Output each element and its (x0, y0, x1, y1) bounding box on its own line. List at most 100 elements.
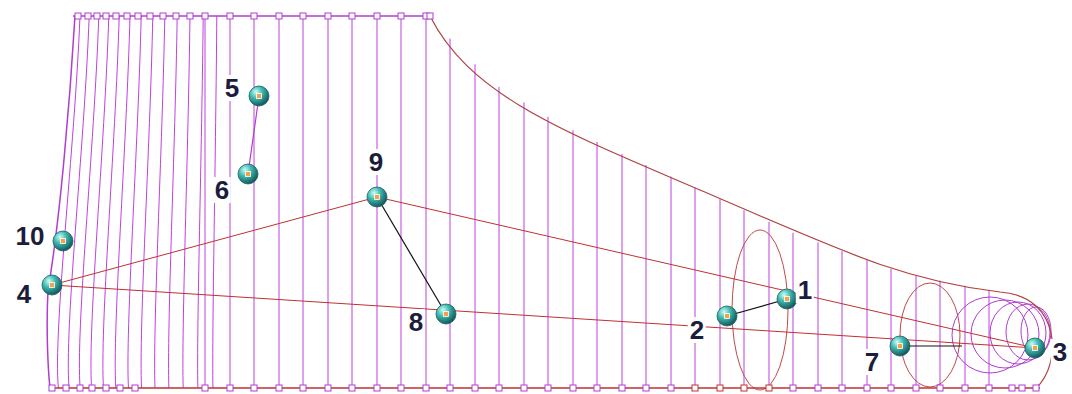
section-line (524, 102, 525, 388)
section-line (303, 16, 304, 388)
control-square (85, 13, 91, 19)
control-square (717, 385, 723, 391)
section-lines (205, 16, 989, 388)
landmark-sphere (717, 306, 737, 326)
landmark-sphere (53, 231, 73, 251)
section-line (548, 117, 549, 388)
control-square (472, 385, 478, 391)
sphere-center (444, 312, 449, 317)
heel-curve (141, 16, 153, 388)
section-line (965, 286, 966, 388)
section-line (475, 64, 476, 388)
control-square (815, 385, 821, 391)
heel-outline (47, 16, 75, 388)
control-square (349, 13, 355, 19)
control-square (398, 13, 404, 19)
callout-number: 7 (863, 349, 881, 375)
callout-number: 9 (367, 149, 385, 175)
sphere-center (50, 283, 55, 288)
control-square (160, 13, 166, 19)
control-square (349, 385, 355, 391)
control-square (692, 385, 698, 391)
control-square (77, 385, 83, 391)
control-square (124, 13, 130, 19)
control-square (132, 385, 138, 391)
control-square (545, 385, 551, 391)
control-square (374, 385, 380, 391)
landmark-sphere (249, 86, 269, 106)
heel-curve (79, 16, 98, 388)
callout-number: 10 (14, 223, 47, 249)
landmark-sphere (777, 289, 797, 309)
sphere-body (42, 275, 62, 295)
callout-number: 5 (223, 75, 241, 101)
sphere-center (375, 195, 380, 200)
control-square (173, 13, 179, 19)
control-square (135, 13, 141, 19)
control-square (1019, 385, 1025, 391)
control-square (75, 13, 81, 19)
landmark-points (42, 86, 1045, 358)
section-line (622, 154, 623, 388)
sphere-body (890, 336, 910, 356)
control-square (741, 385, 747, 391)
section-line (426, 16, 427, 388)
section-line (769, 222, 770, 388)
section-line (842, 251, 843, 388)
sphere-body (249, 86, 269, 106)
control-square (496, 385, 502, 391)
control-square (913, 385, 919, 391)
control-square (398, 385, 404, 391)
landmark-sphere (890, 336, 910, 356)
sphere-body (53, 231, 73, 251)
heel-curve (115, 16, 130, 388)
measure-lines (52, 96, 1035, 348)
control-square (643, 385, 649, 391)
instep-outline (430, 16, 1052, 388)
landmark-sphere (42, 275, 62, 295)
section-line (205, 16, 206, 388)
control-square (89, 385, 95, 391)
control-points (49, 13, 1039, 391)
callout-number: 2 (688, 317, 706, 343)
control-square (1009, 385, 1015, 391)
control-square (447, 385, 453, 391)
control-square (937, 385, 943, 391)
callout-number: 4 (15, 281, 33, 307)
landmark-sphere (367, 187, 387, 207)
control-square (63, 385, 69, 391)
callout-number: 8 (407, 309, 425, 335)
section-line (254, 16, 255, 388)
sphere-center (61, 239, 66, 244)
callout-number: 6 (213, 177, 231, 203)
control-square (427, 13, 433, 19)
control-square (790, 385, 796, 391)
control-square (276, 385, 282, 391)
measure-line (248, 96, 259, 174)
measure-line (52, 197, 377, 285)
sphere-body (717, 306, 737, 326)
control-square (227, 13, 233, 19)
control-square (49, 385, 55, 391)
control-square (374, 13, 380, 19)
sphere-center (1033, 346, 1038, 351)
control-square (325, 385, 331, 391)
heel-curve (155, 16, 165, 388)
section-line (597, 142, 598, 388)
section-line (940, 281, 941, 389)
toe-sections (732, 230, 1051, 390)
section-line (646, 165, 647, 388)
section-line (352, 16, 353, 388)
control-square (300, 13, 306, 19)
control-square (986, 385, 992, 391)
heel-curve (198, 16, 204, 388)
control-square (276, 13, 282, 19)
heel-curve (103, 16, 119, 388)
control-square (147, 13, 153, 19)
control-square (521, 385, 527, 391)
control-square (864, 385, 870, 391)
section-line (891, 269, 892, 388)
section-line (671, 177, 672, 388)
sphere-center (898, 344, 903, 349)
